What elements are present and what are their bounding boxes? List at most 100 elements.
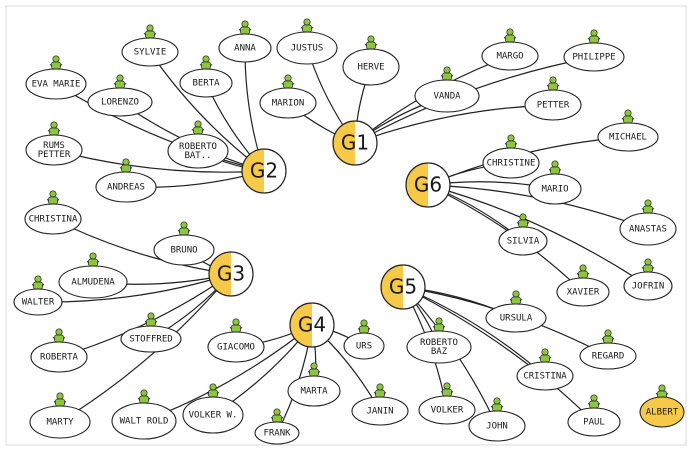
person-anastas-label: ANASTAS	[629, 225, 667, 235]
hub-g1: G1	[332, 120, 378, 166]
person-marty-node	[29, 405, 91, 439]
hub-label-g1: G1	[341, 131, 369, 155]
person-berta-node	[179, 68, 233, 98]
person-michael-label: MICHAEL	[609, 133, 647, 143]
person-rums-petter-figure-icon	[47, 121, 61, 136]
hub-g4: G4	[289, 302, 335, 348]
person-eva-marie-node	[25, 68, 87, 100]
person-stoffred-label: STOFFRED	[129, 335, 172, 345]
person-roberto-bat-label: BAT..	[184, 151, 211, 161]
person-christina-figure-icon	[46, 190, 60, 205]
edge-g3-marty	[59, 273, 232, 423]
person-silvia-node	[498, 226, 548, 256]
person-marta-node	[287, 375, 341, 407]
person-lorenzo-node	[87, 87, 153, 117]
person-regard-node	[579, 342, 637, 370]
person-walter-node	[13, 288, 63, 316]
person-john-label: JOHN	[486, 422, 508, 432]
person-paul-label: PAUL	[583, 418, 605, 428]
person-silvia-figure-icon	[516, 213, 530, 228]
person-bruno-label: BRUNO	[170, 246, 197, 256]
hub-label-g4: G4	[298, 313, 326, 337]
person-justus-node	[276, 31, 338, 65]
person-petter-figure-icon	[546, 76, 560, 91]
person-albert-figure-icon	[655, 384, 669, 399]
person-regard-label: REGARD	[592, 352, 625, 362]
person-marion-node	[259, 87, 317, 119]
hub-g2: G2	[241, 148, 287, 194]
person-ursula-label: URSULA	[500, 314, 533, 324]
person-janin-node	[351, 396, 409, 426]
person-john-node	[468, 410, 526, 442]
person-margo-figure-icon	[503, 28, 517, 43]
edge-g2-eva-marie	[55, 83, 265, 172]
person-volker-label: VOLKER	[431, 406, 464, 416]
person-christine-figure-icon	[504, 134, 518, 149]
person-cristina-label: CRISTINA	[523, 372, 567, 382]
person-john-figure-icon	[490, 397, 504, 412]
person-jofrin-label: JOFRIN	[632, 282, 665, 292]
person-margo-node	[481, 41, 539, 71]
person-petter-node	[524, 89, 582, 121]
person-philippe-label: PHILIPPE	[572, 53, 615, 63]
person-sylvie-label: SYLVIE	[134, 48, 167, 58]
person-urs-label: URS	[356, 342, 372, 352]
person-herve-label: HERVE	[357, 63, 384, 73]
person-rums-petter-label: RUMS	[43, 141, 65, 151]
person-mario-figure-icon	[548, 160, 562, 175]
paper-border	[5, 5, 687, 446]
person-marta-figure-icon	[307, 362, 321, 377]
person-justus-label: JUSTUS	[291, 44, 324, 54]
hub-g5: G5	[380, 264, 426, 310]
person-albert-label: ALBERT	[646, 408, 679, 418]
person-almudena-label: ALMUDENA	[71, 278, 115, 288]
hub-g3: G3	[208, 251, 254, 297]
person-marion-label: MARION	[272, 99, 305, 109]
person-volker-w-figure-icon	[206, 383, 220, 398]
person-walter-figure-icon	[31, 275, 45, 290]
hub-label-g5: G5	[389, 275, 417, 299]
hub-g6: G6	[405, 162, 451, 208]
person-ursula-node	[485, 303, 547, 333]
person-marion-figure-icon	[281, 74, 295, 89]
person-cristina-node	[516, 361, 574, 391]
person-bruno-figure-icon	[177, 221, 191, 236]
hub-label-g3: G3	[217, 262, 245, 286]
hub-label-g2: G2	[250, 159, 278, 183]
person-roberta-label: ROBERTA	[40, 353, 79, 363]
person-janin-figure-icon	[373, 383, 387, 398]
person-xavier-label: XAVIER	[567, 288, 600, 298]
person-christina-node	[24, 203, 82, 235]
person-roberta-node	[30, 341, 88, 373]
person-rums-petter-node	[25, 134, 83, 166]
person-frank-node	[254, 421, 300, 445]
person-justus-figure-icon	[300, 18, 314, 33]
person-cristina-figure-icon	[538, 348, 552, 363]
person-albert-node: ALBERT	[639, 396, 685, 428]
person-berta-label: BERTA	[192, 79, 220, 89]
person-paul-figure-icon	[587, 394, 601, 409]
person-andreas-node	[95, 171, 157, 203]
person-petter-label: PETTER	[537, 101, 570, 111]
person-michael-figure-icon	[621, 109, 635, 124]
edge-g6-jofrin	[427, 184, 649, 287]
person-christine-label: CHRISTINE	[487, 159, 536, 169]
person-marta-label: MARTA	[300, 387, 328, 397]
person-michael-node	[597, 122, 659, 152]
person-walt-rold-label: WALT ROLD	[120, 417, 169, 427]
person-volker-node	[418, 395, 476, 425]
person-christina-label: CHRISTINA	[29, 215, 78, 225]
person-roberto-bat-label: ROBERTO	[179, 142, 217, 152]
person-roberto-baz-label: BAZ	[431, 347, 448, 357]
person-silvia-label: SILVIA	[507, 237, 540, 247]
hub-label-g6: G6	[414, 173, 442, 197]
person-almudena-node	[58, 265, 128, 299]
person-roberto-bat-node	[167, 133, 229, 169]
person-giacomo-figure-icon	[229, 318, 243, 333]
person-anna-label: ANNA	[234, 44, 256, 54]
person-bruno-node	[153, 234, 215, 266]
person-vanda-label: VANDA	[433, 92, 461, 102]
person-urs-node	[343, 332, 385, 360]
